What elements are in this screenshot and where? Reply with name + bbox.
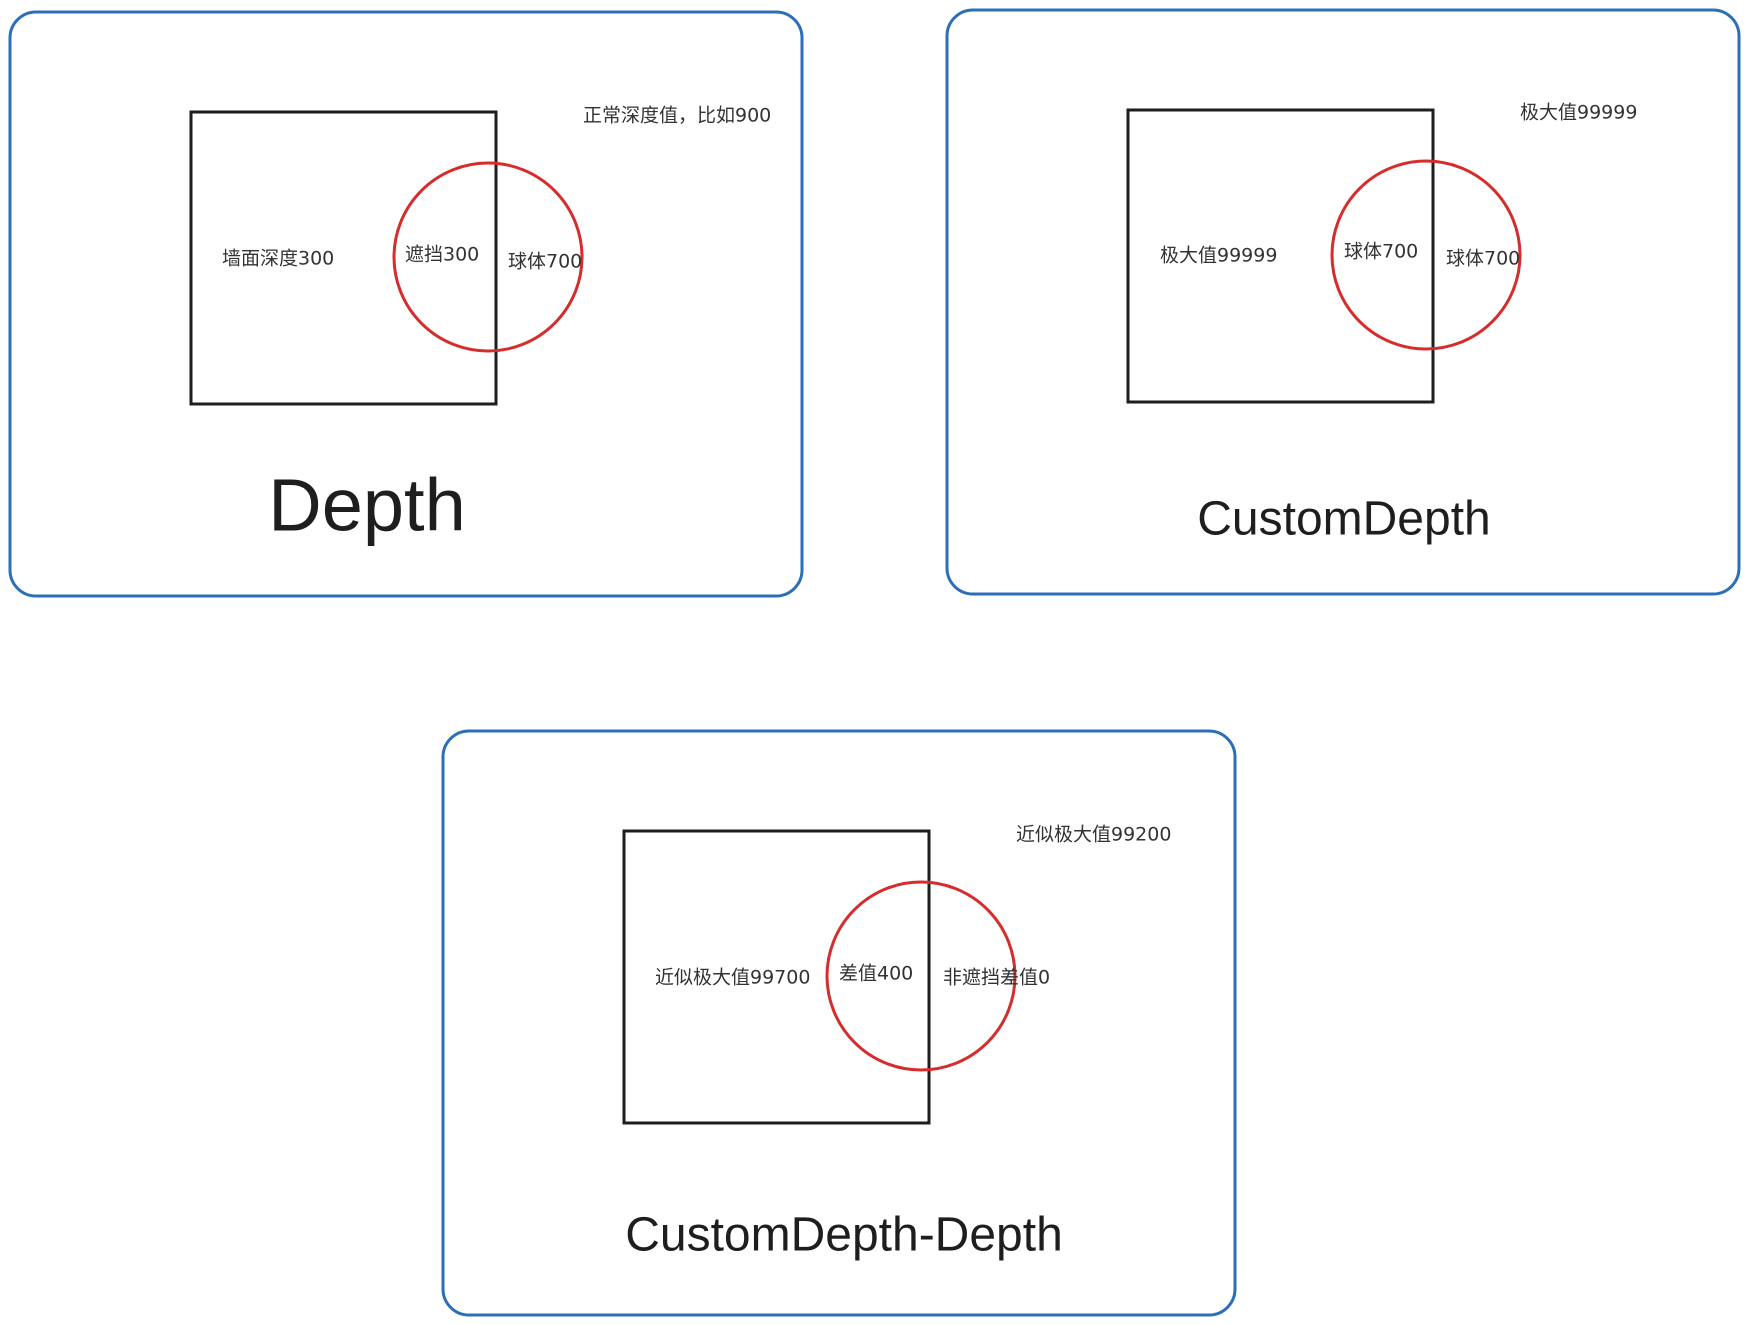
background-depth-label: 近似极大值99200 xyxy=(1016,824,1171,846)
panel-custom-depth: 极大值99999 极大值99999 球体700 球体700 CustomDept… xyxy=(945,8,1741,596)
sphere-circle xyxy=(825,880,1017,1072)
background-depth-label: 极大值99999 xyxy=(1520,102,1637,124)
panel-title: CustomDepth-Depth xyxy=(625,1209,1063,1262)
panel-title: Depth xyxy=(268,464,465,547)
panel-depth: 正常深度值，比如900 墙面深度300 遮挡300 球体700 Depth xyxy=(8,10,804,598)
overlap-depth-label: 差值400 xyxy=(839,963,913,985)
wall-square xyxy=(622,829,931,1125)
wall-depth-label: 近似极大值99700 xyxy=(655,967,810,989)
sphere-depth-label: 球体700 xyxy=(508,251,582,273)
sphere-circle xyxy=(392,161,584,353)
wall-square xyxy=(1126,108,1435,404)
wall-depth-label: 墙面深度300 xyxy=(222,248,334,270)
sphere-depth-label: 球体700 xyxy=(1446,248,1520,270)
wall-depth-label: 极大值99999 xyxy=(1160,245,1277,267)
wall-square xyxy=(189,110,498,406)
sphere-circle xyxy=(1330,159,1522,351)
overlap-depth-label: 球体700 xyxy=(1344,241,1418,263)
sphere-depth-label: 非遮挡差值0 xyxy=(943,967,1050,989)
overlap-depth-label: 遮挡300 xyxy=(405,244,479,266)
panel-title: CustomDepth xyxy=(1197,493,1490,546)
panel-custom-depth-minus-depth: 近似极大值99200 近似极大值99700 差值400 非遮挡差值0 Custo… xyxy=(441,729,1237,1317)
background-depth-label: 正常深度值，比如900 xyxy=(583,105,771,127)
